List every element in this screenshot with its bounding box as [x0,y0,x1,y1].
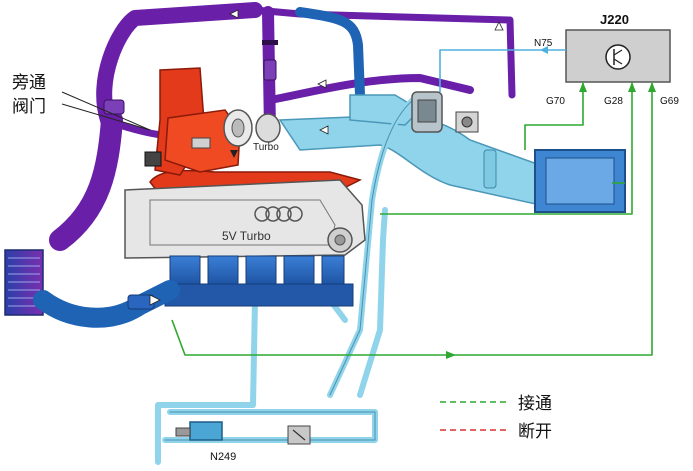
bypass-valve-label-line2: 阀门 [12,97,46,117]
n249-valve [175,421,311,445]
air-filter-element [545,157,615,205]
flow-arrows [149,9,504,306]
signal-g70 [524,82,584,150]
intake-dark-blue-pipe [295,7,365,100]
engine-block-group: 5V Turbo [124,169,366,307]
g69-label: G69 [660,96,679,107]
engine-label: 5V Turbo [222,229,271,243]
intake-air-piping [278,94,626,213]
audi-logo [254,206,303,222]
legend-connected-label: 接通 [518,394,552,414]
signal-g69 [171,82,653,356]
turbocharger: Turbo [154,67,281,176]
n75-label: N75 [534,38,553,49]
g70-label: G70 [546,96,565,107]
charge-pipe-left-down [49,109,123,251]
turbine-wheel [255,113,281,143]
charge-pipe-top-return [251,6,516,99]
intake-manifold [164,255,354,307]
hose-to-n249-left [155,297,258,465]
signal-lines [171,49,653,356]
wastegate-actuator [191,137,211,149]
ecu-j220: J220 N75 G70 G28 G69 [534,12,679,107]
signal-g28 [380,82,633,215]
n75-valve [455,111,479,133]
turbo-label: Turbo [253,142,279,153]
n249-label: N249 [210,451,236,463]
ecu-transistor-icon [605,44,631,70]
signal-n75 [439,49,566,92]
signal-arrows [446,46,656,359]
ecu-label: J220 [600,12,629,27]
hose-clamps [103,40,497,310]
charge-pipe-to-throttle [266,74,474,104]
bypass-valve-label-line1: 旁通 [12,73,46,93]
hose-right-vertical [357,207,388,398]
g28-label: G28 [604,96,623,107]
legend: 接通 断开 [440,394,552,442]
vacuum-hoses-outline [164,94,421,441]
bypass-valve-callout: 旁通 阀门 [12,73,162,167]
throttle-body [411,91,443,133]
legend-disconnected-label: 断开 [518,422,552,442]
